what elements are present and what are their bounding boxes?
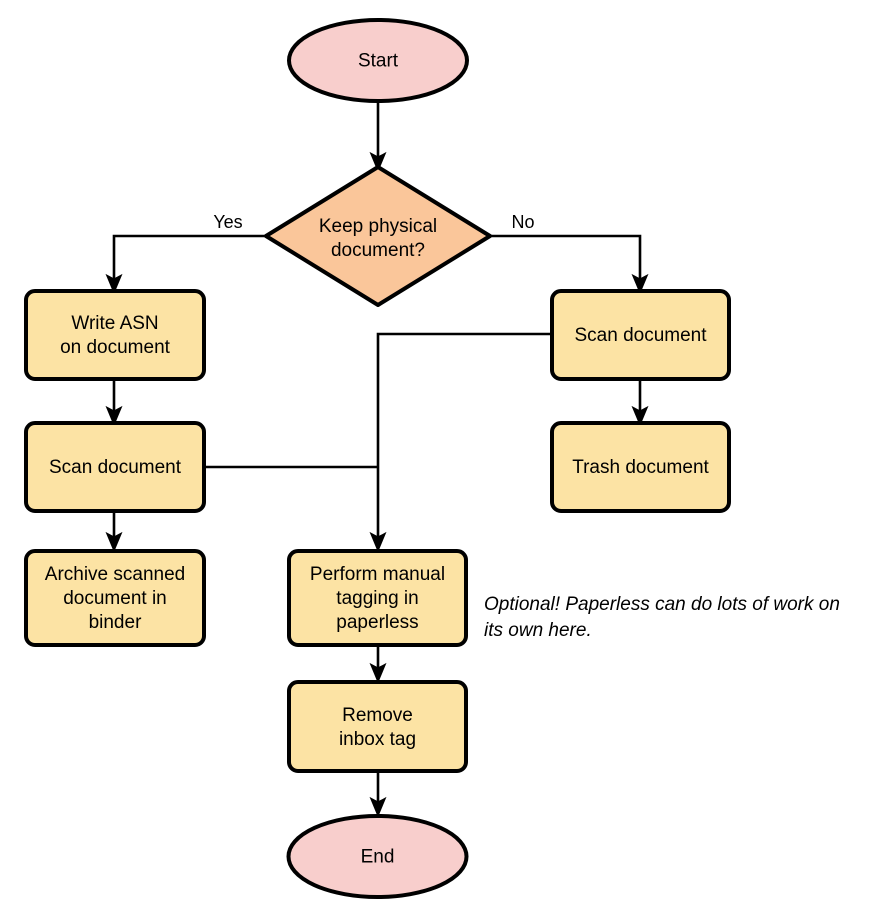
- node-trash-document[interactable]: Trash document: [550, 421, 731, 513]
- decision-label-line1: Keep physical: [319, 216, 437, 237]
- remove-inbox-label-line1: Remove: [342, 705, 413, 726]
- write-asn-box[interactable]: [24, 289, 206, 381]
- edge-scan-right-to-trash: [631, 379, 649, 427]
- edge-label-yes: Yes: [213, 212, 242, 232]
- node-archive-scanned-document[interactable]: Archive scanned document in binder: [24, 549, 206, 647]
- scan-document-right-label: Scan document: [574, 325, 707, 346]
- start-label: Start: [358, 51, 399, 72]
- tagging-label-line2: tagging in: [336, 588, 418, 609]
- optional-note-line1: Optional! Paperless can do lots of work …: [484, 594, 840, 615]
- arrow-head-icon: [631, 405, 649, 427]
- node-decision-keep-physical-document[interactable]: Keep physical document?: [264, 165, 492, 307]
- arrow-head-icon: [369, 796, 387, 818]
- edge-scan-right-to-tagging: [369, 332, 552, 553]
- archive-label-line3: binder: [89, 612, 142, 633]
- node-write-asn[interactable]: Write ASN on document: [24, 289, 206, 381]
- node-start[interactable]: Start: [287, 18, 469, 103]
- edge-tagging-to-remove-inbox: [369, 645, 387, 684]
- edge-decision-yes-to-write-asn: [105, 234, 266, 295]
- node-scan-document-right[interactable]: Scan document: [550, 289, 731, 381]
- node-remove-inbox-tag[interactable]: Remove inbox tag: [287, 680, 468, 773]
- node-end[interactable]: End: [286, 814, 469, 899]
- archive-label-line2: document in: [63, 588, 167, 609]
- edge-decision-no-to-scan-right: [490, 234, 649, 295]
- end-label: End: [361, 847, 395, 868]
- write-asn-label-line2: on document: [60, 337, 171, 358]
- remove-inbox-tag-box[interactable]: [287, 680, 468, 773]
- node-perform-manual-tagging[interactable]: Perform manual tagging in paperless: [287, 549, 468, 647]
- decision-diamond[interactable]: [264, 165, 492, 307]
- archive-box[interactable]: [24, 549, 206, 647]
- scan-document-right-box[interactable]: [550, 289, 731, 381]
- annotation-optional-note: Optional! Paperless can do lots of work …: [484, 594, 840, 641]
- arrow-head-icon: [105, 273, 123, 295]
- scan-document-left-box[interactable]: [24, 421, 206, 513]
- tagging-label-line3: paperless: [336, 612, 418, 633]
- arrow-head-icon: [105, 405, 123, 427]
- write-asn-label-line1: Write ASN: [71, 313, 158, 334]
- optional-note-line2: its own here.: [484, 620, 592, 641]
- arrow-head-icon: [369, 662, 387, 684]
- edge-line: [112, 234, 266, 282]
- remove-inbox-label-line2: inbox tag: [339, 729, 416, 750]
- decision-label-line2: document?: [331, 240, 425, 261]
- edge-line: [490, 234, 642, 282]
- trash-document-box[interactable]: [550, 421, 731, 513]
- edge-scan-left-to-archive: [105, 511, 123, 553]
- archive-label-line1: Archive scanned: [45, 564, 185, 585]
- arrow-head-icon: [631, 273, 649, 295]
- edge-start-to-decision: [369, 101, 387, 173]
- arrow-head-icon: [369, 531, 387, 553]
- scan-document-left-label: Scan document: [49, 457, 182, 478]
- arrow-head-icon: [105, 531, 123, 553]
- trash-document-label: Trash document: [572, 457, 709, 478]
- edge-write-asn-to-scan-left: [105, 379, 123, 427]
- edge-label-no: No: [511, 212, 534, 232]
- edge-line: [376, 332, 552, 540]
- node-scan-document-left[interactable]: Scan document: [24, 421, 206, 513]
- tagging-box[interactable]: [287, 549, 468, 647]
- start-ellipse[interactable]: [287, 18, 469, 103]
- tagging-label-line1: Perform manual: [310, 564, 445, 585]
- edge-remove-inbox-to-end: [369, 771, 387, 818]
- end-ellipse[interactable]: [286, 814, 469, 899]
- arrow-head-icon: [369, 151, 387, 173]
